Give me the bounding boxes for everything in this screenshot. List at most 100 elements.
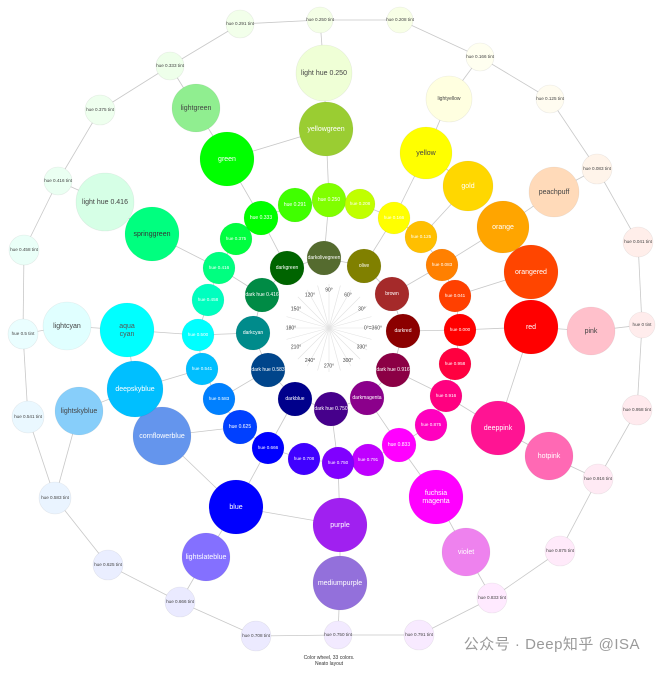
node-label: hue 0.708 tint	[242, 633, 271, 638]
node-circle	[441, 527, 491, 577]
node-lightskyblue: lightskyblue	[54, 386, 104, 436]
node-circle	[425, 248, 459, 282]
node-hue-0-833-tint: hue 0.833 tint	[476, 582, 508, 614]
node-hue-0-041-tint: hue 0.041 tint	[622, 226, 654, 258]
node-circle	[582, 463, 614, 495]
node-label: hue 0 tint	[633, 322, 653, 327]
node-label: hue 0.041	[445, 293, 466, 298]
node-circle	[313, 391, 349, 427]
node-label: orange	[492, 224, 514, 231]
node-label: hue 0.750	[328, 460, 349, 465]
node-label: lightgreen	[181, 105, 212, 112]
node-hue-0-5-tint: hue 0.5 tint	[7, 318, 39, 350]
node-circle	[429, 379, 463, 413]
node-label: dark hue 0.916	[376, 367, 410, 373]
node-label: hue 0.416	[209, 265, 230, 270]
node-label: hue 0.250	[318, 197, 340, 203]
node-circle	[54, 386, 104, 436]
node-label: hue 0.708	[294, 456, 315, 461]
node-circle	[414, 408, 448, 442]
node-label: pink	[585, 328, 598, 335]
node-circle	[621, 394, 653, 426]
node-hue-0-791: hue 0.791	[351, 443, 385, 477]
node-cornflowerblue: cornflowerblue	[132, 406, 192, 466]
node-circle	[191, 283, 225, 317]
center-spoke	[328, 289, 352, 329]
node-circle	[225, 9, 255, 39]
node-label: darkolivegreen	[308, 255, 341, 261]
node-circle	[132, 406, 192, 466]
degree-label: 60°	[344, 292, 352, 298]
node-hue-0-875: hue 0.875	[414, 408, 448, 442]
center-spoke	[328, 327, 368, 351]
node-hue-0-666-tint: hue 0.666 tint	[164, 586, 196, 618]
node-hue-0-708-tint: hue 0.708 tint	[240, 620, 272, 652]
degree-label: 150°	[291, 306, 301, 312]
node-circle	[171, 83, 221, 133]
node-circle	[92, 549, 124, 581]
node-olive: olive	[346, 248, 382, 284]
node-hue-0-458-tint: hue 0.458 tint	[8, 234, 40, 266]
node-circle	[244, 277, 280, 313]
node-hue-0-083: hue 0.083	[425, 248, 459, 282]
node-label: deepskyblue	[115, 386, 154, 393]
node-circle	[181, 532, 231, 582]
node-lightyellow: lightyellow	[425, 75, 473, 123]
degree-labels: 0°=360°30°60°90°120°150°180°210°240°270°…	[286, 287, 382, 369]
node-label: hue 0.458	[198, 297, 219, 302]
node-hue-0-166-tint: hue 0.166 tint	[465, 42, 495, 72]
node-label: darkred	[395, 328, 412, 334]
degree-label: 120°	[305, 292, 315, 298]
node-circle	[106, 360, 164, 418]
node-hue-0-000: hue 0.000	[443, 313, 477, 347]
node-label: cornflowerblue	[139, 433, 185, 440]
node-hue-0-291: hue 0.291	[277, 187, 313, 223]
node-purple: purple	[312, 497, 368, 553]
node-hue-0-750-tint: hue 0.750 tint	[323, 620, 353, 650]
node-dark-hue-0-750: dark hue 0.750	[313, 391, 349, 427]
node-circle	[566, 306, 616, 356]
node-circle	[42, 301, 92, 351]
node-circle	[243, 200, 279, 236]
node-label: hue 0.583	[209, 396, 230, 401]
node-label: green	[218, 156, 236, 163]
node-darkcyan: darkcyan	[235, 315, 271, 351]
node-circle	[375, 352, 411, 388]
node-deeppink: deeppink	[470, 400, 526, 456]
node-label: hotpink	[538, 453, 561, 460]
node-circle	[528, 166, 580, 218]
node-hue-0-041: hue 0.041	[438, 279, 472, 313]
node-label: purple	[330, 522, 350, 529]
node-circle	[399, 126, 453, 180]
node-circle	[219, 222, 253, 256]
node-light-hue-0-250: light hue 0.250	[295, 44, 353, 102]
node-dark-hue-0-583: dark hue 0.583	[250, 352, 286, 388]
node-label: springgreen	[134, 231, 171, 238]
node-hue-0-291-tint: hue 0.291 tint	[225, 9, 255, 39]
node-circle	[202, 251, 236, 285]
node-label: yellow	[416, 150, 436, 157]
node-label: hue 0.583 tint	[41, 495, 70, 500]
node-hue-0-583-tint: hue 0.583 tint	[38, 481, 72, 515]
node-label: hue 0.125	[411, 234, 432, 239]
node-circle	[465, 42, 495, 72]
node-darkgreen: darkgreen	[269, 250, 305, 286]
center-spoke	[328, 327, 372, 340]
node-label: hue 0.458 tint	[10, 247, 39, 252]
node-circle	[199, 131, 255, 187]
degree-label: 180°	[286, 325, 296, 331]
center-spoke	[328, 296, 361, 329]
node-circle	[295, 44, 353, 102]
node-light-hue-0-416: light hue 0.416	[75, 172, 135, 232]
node-label: hue 0.333 tint	[156, 63, 185, 68]
node-hue-0-375-tint: hue 0.375 tint	[84, 94, 116, 126]
degree-label: 0°=360°	[364, 325, 382, 331]
node-circle	[476, 200, 530, 254]
center-spoke	[297, 327, 330, 360]
node-label: olive	[359, 263, 370, 269]
node-circle	[321, 446, 355, 480]
node-label: hue 0.958	[445, 361, 466, 366]
